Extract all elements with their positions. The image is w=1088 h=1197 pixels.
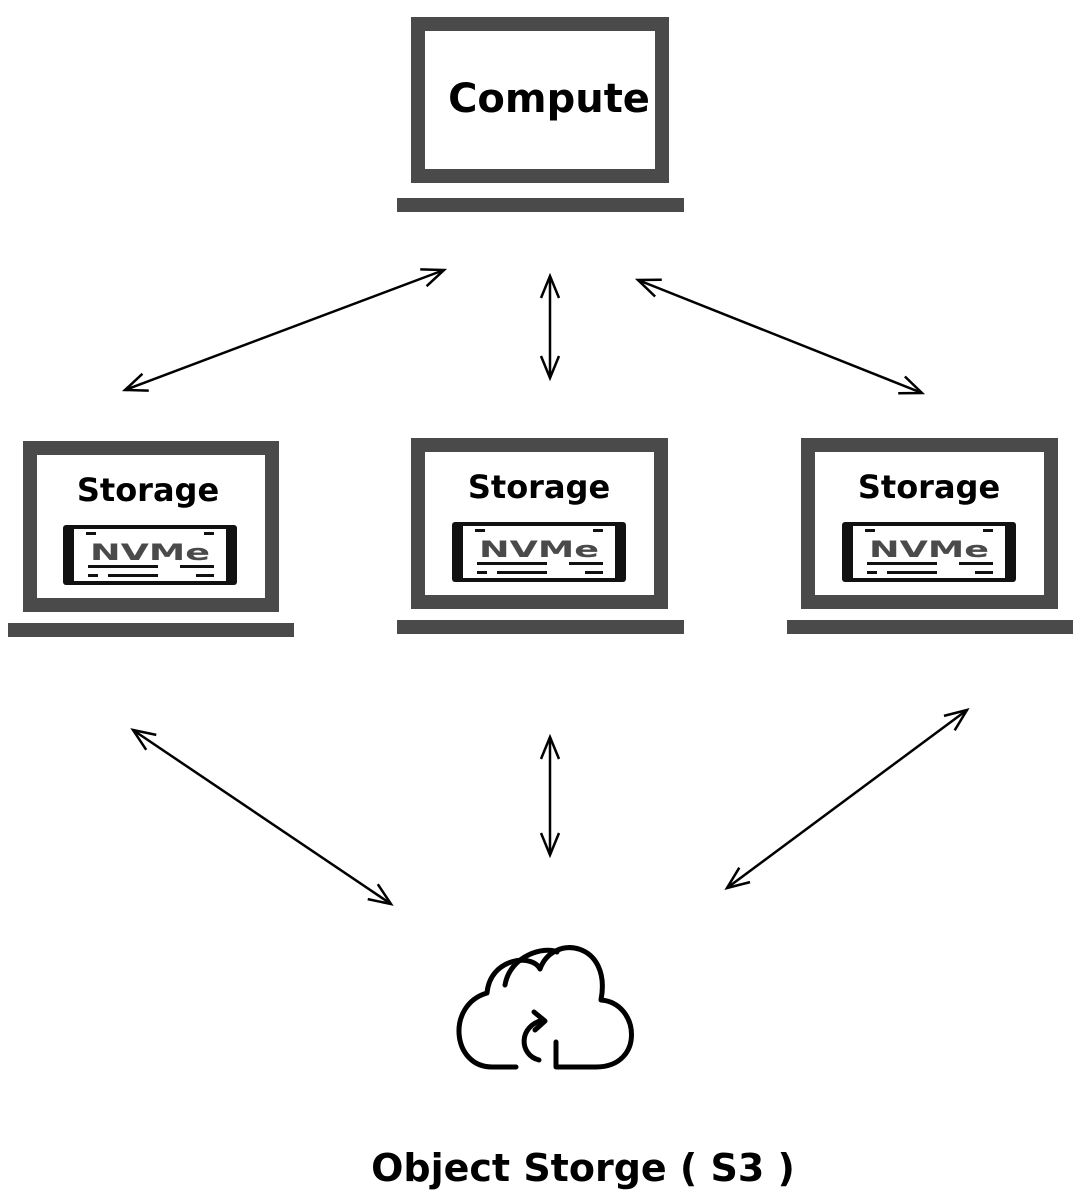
connection-arrow [539, 733, 561, 859]
arrow-head [634, 278, 662, 298]
drive-label: NVMe [90, 541, 210, 566]
laptop-icon [8, 441, 294, 637]
storage-label: Storage [468, 468, 610, 506]
arrow-line [124, 268, 445, 392]
object-storage-label: Object Storge ( S3 ) [371, 1146, 795, 1190]
laptop-icon [397, 438, 684, 634]
arrow-line [637, 278, 923, 395]
compute-node: Compute [397, 17, 684, 212]
arrow-line [726, 708, 968, 890]
storage-label: Storage [858, 468, 1000, 506]
storage-node: Storage NVMe [787, 438, 1073, 634]
storage-nodes: Storage NVMe Storage [8, 438, 1073, 637]
arrow-line [132, 728, 392, 906]
connection-arrow [130, 728, 394, 906]
arrow-head [898, 375, 926, 395]
compute-label: Compute [448, 76, 650, 122]
arrow-head [420, 268, 448, 288]
arrow-head [724, 867, 751, 890]
storage-node: Storage NVMe [397, 438, 684, 634]
drive-label: NVMe [869, 538, 989, 563]
laptop-icon [787, 438, 1073, 634]
arrow-head [539, 733, 561, 760]
storage-node: Storage NVMe [8, 441, 294, 637]
drive-label: NVMe [479, 538, 599, 563]
arrow-head [367, 883, 394, 906]
connection-arrow [121, 268, 448, 392]
cloud-upload-icon [456, 945, 634, 1070]
arrow-head [539, 832, 561, 859]
connection-arrow [634, 278, 926, 395]
nvme-drive-icon: NVMe [63, 525, 237, 585]
connection-arrow [539, 272, 561, 382]
connection-arrows [121, 268, 970, 906]
arrow-head [943, 708, 970, 731]
nvme-drive-icon: NVMe [452, 522, 626, 582]
arrow-head [130, 728, 157, 751]
laptop-icon [397, 17, 684, 212]
arrow-head [121, 372, 149, 392]
arrow-head [539, 355, 561, 382]
nvme-drive-icon: NVMe [842, 522, 1016, 582]
connection-arrow [724, 708, 970, 890]
object-storage-node: Object Storge ( S3 ) [371, 945, 795, 1190]
storage-label: Storage [77, 471, 219, 509]
arrow-head [539, 272, 561, 299]
